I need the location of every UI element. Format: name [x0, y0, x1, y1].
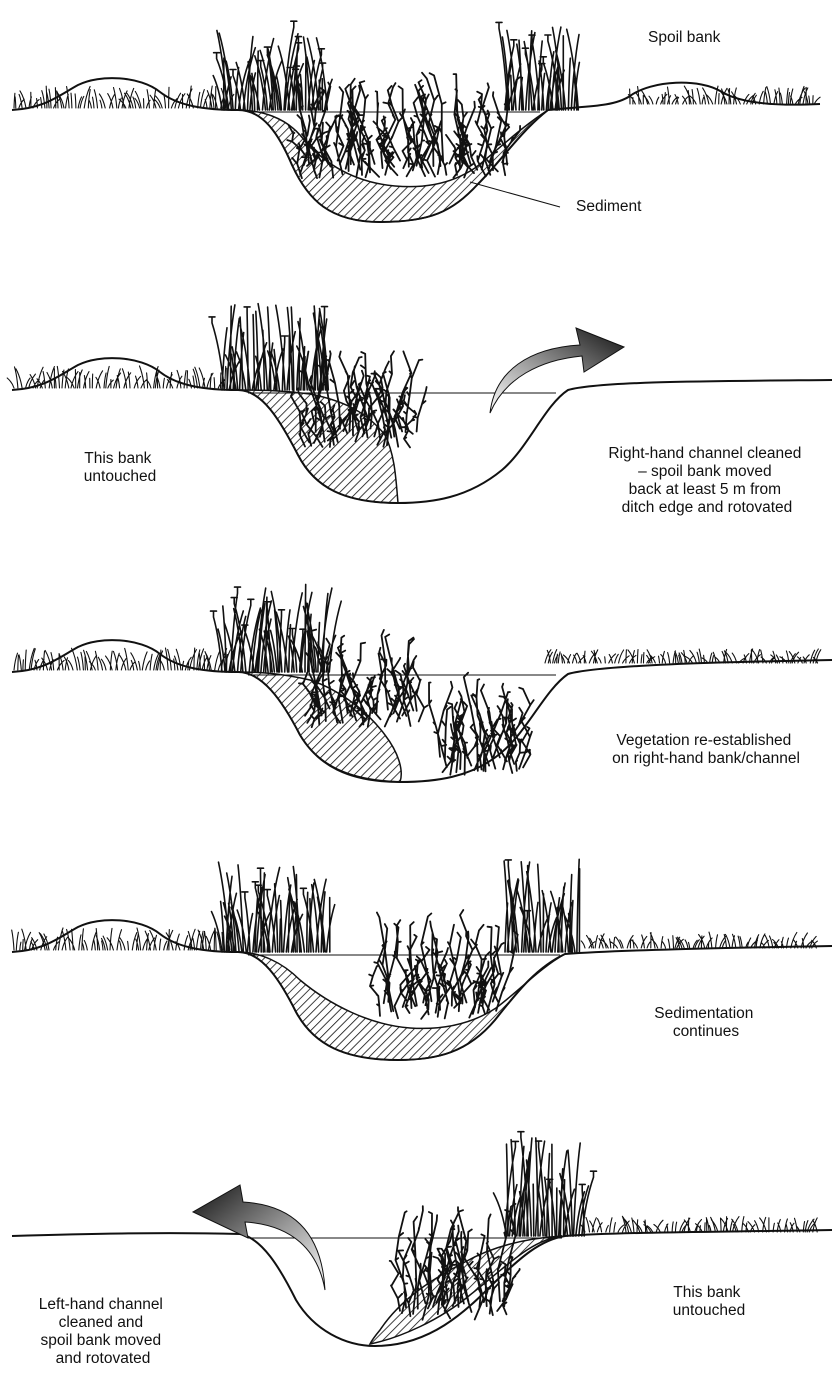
label-this-bank-untouched: This bank untouched: [673, 1284, 745, 1319]
panel-5: Left-hand channel cleaned and spoil bank…: [12, 1132, 832, 1367]
reeds-left-bank: [212, 862, 335, 952]
emergent-vegetation: [287, 73, 520, 179]
panel-4: Sedimentation continues: [12, 859, 832, 1060]
grass-right: [580, 1216, 817, 1232]
grass-right: [581, 932, 817, 948]
grass-left: [14, 648, 230, 670]
sediment-layer: [238, 390, 398, 503]
label-left-channel-cleaned: Left-hand channel cleaned and spoil bank…: [39, 1296, 167, 1367]
sediment-leader-line: [470, 182, 560, 207]
label-sediment: Sediment: [576, 198, 642, 215]
reeds-left-bank: [213, 21, 332, 110]
emergent-vegetation: [369, 910, 518, 1019]
reeds-right-bank: [496, 22, 579, 110]
grass-left: [12, 928, 230, 950]
label-right-channel-cleaned: Right-hand channel cleaned – spoil bank …: [608, 445, 805, 516]
emergent-vegetation: [299, 630, 428, 728]
new-grass-right: [545, 649, 821, 663]
grass-left: [14, 86, 234, 108]
panel-3: Vegetation re-established on right-hand …: [12, 584, 832, 782]
panel-2: This bank untouched Right-hand channel c…: [7, 304, 832, 516]
panel-1: Spoil bank Sediment: [12, 21, 820, 222]
grass-right: [628, 86, 820, 104]
emergent-vegetation: [390, 1204, 520, 1320]
reeds-left-bank: [211, 584, 342, 672]
reeds-right-bank: [504, 859, 579, 952]
label-sedimentation-continues: Sedimentation continues: [654, 1005, 757, 1040]
new-aquatic-plants: [429, 673, 534, 775]
label-this-bank-untouched: This bank untouched: [84, 450, 156, 485]
label-spoil-bank: Spoil bank: [648, 29, 721, 46]
label-vegetation-reestablished: Vegetation re-established on right-hand …: [612, 732, 800, 767]
